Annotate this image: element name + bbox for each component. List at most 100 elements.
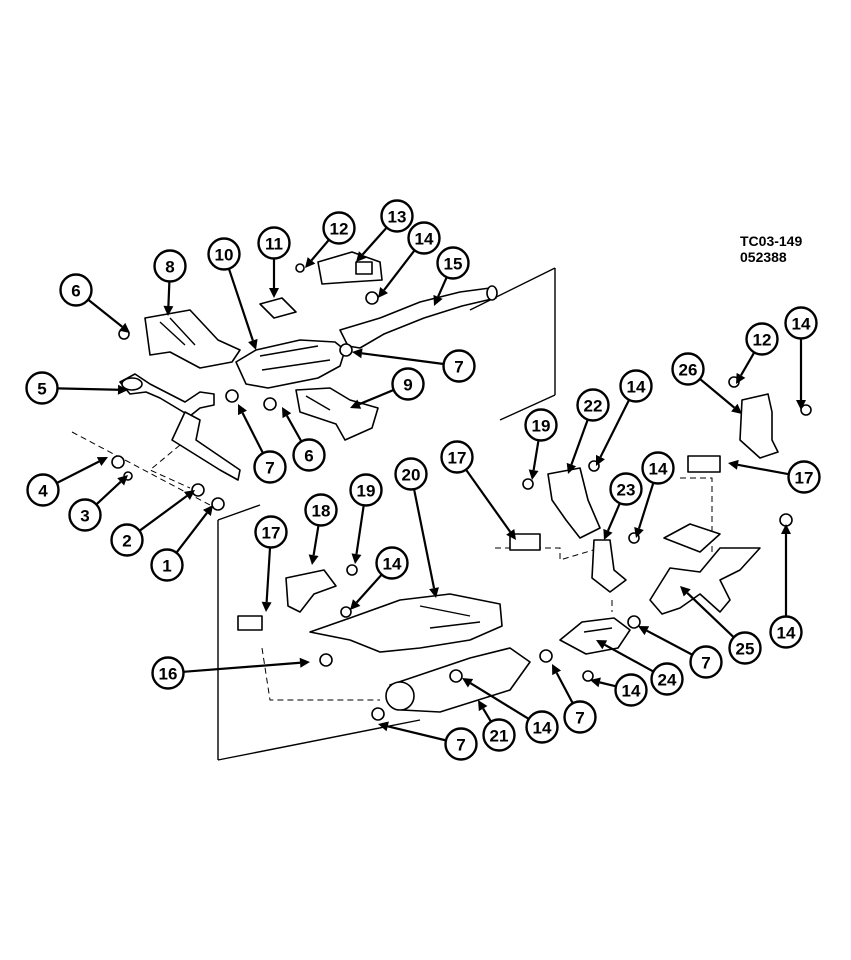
callout-7: 7 [638, 626, 723, 679]
arrow-head [350, 399, 362, 409]
y-pipe [649, 523, 761, 615]
arrow-head [282, 407, 292, 419]
drawing-reference: TC03-149 052388 [740, 233, 802, 265]
callout-14: 14 [378, 221, 441, 298]
gasket [259, 297, 297, 319]
arrow-head [433, 294, 443, 306]
arrow-head [590, 677, 601, 688]
hanger-bracket-top [317, 251, 383, 285]
callout-14: 14 [634, 451, 675, 538]
arrow-head [202, 505, 213, 516]
arrow-head [261, 601, 272, 612]
callout-23: 23 [603, 472, 643, 540]
callout-circle [375, 546, 409, 580]
callout-number: 7 [575, 709, 584, 728]
callout-circle [407, 221, 441, 255]
callout-number: 7 [265, 459, 274, 478]
arrow-head [238, 404, 247, 416]
callout-number: 17 [448, 449, 467, 468]
callout-circle [442, 349, 476, 383]
leader-line [175, 512, 208, 554]
callout-circle [59, 273, 93, 307]
callout-circle [254, 515, 288, 549]
callout-14: 14 [590, 673, 648, 707]
arrow-head [356, 251, 367, 262]
callout-circle [391, 367, 425, 401]
callout-number: 1 [162, 557, 171, 576]
arrow-head [680, 586, 691, 597]
callout-circle [689, 645, 723, 679]
callout-circle [619, 369, 653, 403]
callout-number: 6 [71, 282, 80, 301]
leader-line [312, 525, 320, 556]
leader-line [604, 643, 654, 673]
arrow-head [634, 526, 644, 538]
leader-line [412, 488, 436, 589]
callout-circle [784, 306, 818, 340]
callout-circle [525, 710, 559, 744]
callout-17: 17 [254, 515, 288, 612]
leader-line [361, 352, 444, 366]
callout-circle [444, 727, 478, 761]
callout-number: 14 [649, 460, 668, 479]
leader-line [686, 592, 735, 639]
callout-number: 11 [265, 235, 283, 254]
leader-line [355, 573, 383, 604]
callout-20: 20 [394, 457, 439, 598]
leader-line [358, 388, 395, 406]
callout-circle [563, 700, 597, 734]
callout-number: 14 [792, 315, 811, 334]
arrow-head [736, 372, 746, 384]
callout-number: 12 [753, 331, 772, 350]
callout-3: 3 [68, 475, 128, 532]
callout-number: 24 [658, 671, 677, 690]
arrow-head [119, 322, 130, 333]
callout-number: 14 [533, 719, 552, 738]
arrow-head [552, 664, 562, 676]
leader-line [532, 440, 540, 471]
callout-number: 13 [388, 208, 407, 227]
callout-6: 6 [282, 407, 326, 472]
intermediate-pipe [339, 285, 498, 349]
callout-circle [26, 473, 60, 507]
callout-number: 4 [38, 482, 48, 501]
callout-circle [322, 211, 356, 245]
callout-number: 6 [304, 447, 313, 466]
callout-circle [787, 460, 821, 494]
leader-line [699, 378, 736, 409]
callout-number: 7 [456, 736, 465, 755]
arrow-head [352, 348, 363, 359]
crossover-converter [235, 339, 346, 389]
callout-number: 14 [383, 555, 402, 574]
callout-number: 19 [532, 417, 551, 436]
catalytic-converter [559, 617, 631, 655]
arrow-head [248, 338, 258, 350]
arrow-head [728, 459, 739, 470]
callout-circle [576, 388, 610, 422]
callout-12: 12 [736, 322, 779, 384]
arrow-head [378, 287, 389, 298]
rear-hanger [739, 393, 779, 459]
callout-circle [292, 438, 326, 472]
callout-circle [769, 615, 803, 649]
callout-number: 17 [262, 524, 281, 543]
callout-circle [436, 246, 470, 280]
callout-number: 19 [357, 482, 376, 501]
callout-number: 26 [679, 361, 698, 380]
callout-circle [68, 498, 102, 532]
leader-line [355, 505, 365, 555]
drawing-code: TC03-149 [740, 233, 803, 249]
callout-19: 19 [349, 473, 383, 564]
callout-number: 10 [215, 246, 234, 265]
arrow-head [117, 475, 128, 486]
arrow-head [796, 400, 806, 410]
callout-13: 13 [356, 199, 414, 262]
callout-circle [650, 662, 684, 696]
callout-circle [207, 237, 241, 271]
arrow-head [478, 700, 488, 712]
callout-2: 2 [110, 490, 195, 557]
arrow-head [506, 528, 516, 540]
callout-11: 11 [257, 226, 291, 298]
callout-8: 8 [153, 249, 187, 316]
